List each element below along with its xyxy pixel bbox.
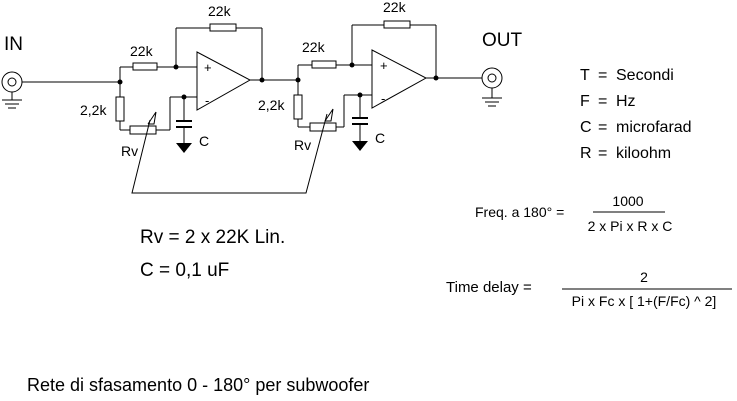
label-feedback-2: 22k	[383, 0, 407, 15]
opamp-1	[196, 51, 252, 111]
resistor-2k2-1	[115, 96, 125, 122]
formula-freq-label: Freq. a 180° =	[475, 204, 564, 220]
label-pot-2: Rv	[294, 137, 311, 153]
label-shunt-r-1: 2,2k	[80, 102, 107, 118]
legend-meaning-t: Secondi	[616, 67, 674, 84]
legend-symbol-r: R	[580, 145, 592, 162]
legend-symbol-c: C	[580, 119, 592, 136]
legend-meaning-r: kiloohm	[616, 145, 671, 162]
legend-eq-c: =	[598, 119, 607, 136]
resistor-22k-input-1	[132, 62, 158, 71]
resistor-22k-feedback-2	[383, 20, 411, 29]
units-legend: T = Secondi F = Hz C = microfarad R = ki…	[580, 67, 692, 162]
legend-eq-t: =	[598, 67, 607, 84]
potentiometer-rv-1	[129, 125, 157, 135]
label-cap-2: C	[375, 130, 385, 146]
output-connector	[481, 67, 503, 107]
ganged-pot-link	[131, 113, 328, 194]
resistor-2k2-2	[293, 94, 303, 120]
label-plus-2: +	[380, 58, 388, 73]
legend-meaning-f: Hz	[616, 93, 636, 110]
label-shunt-r-2: 2,2k	[258, 97, 285, 113]
caption: Rete di sfasamento 0 - 180° per subwoofe…	[27, 375, 369, 395]
value-rv: Rv = 2 x 22K Lin.	[140, 227, 285, 248]
legend-symbol-f: F	[580, 93, 590, 110]
formula-freq: Freq. a 180° = 1000 2 x Pi x R x C	[475, 193, 672, 234]
output-label: OUT	[482, 30, 523, 51]
stage-1	[115, 23, 298, 153]
label-minus-2: -	[381, 91, 385, 106]
formula-freq-denominator: 2 x Pi x R x C	[588, 218, 673, 234]
formula-delay: Time delay = 2 Pi x Fc x [ 1+(F/Fc) ^ 2]	[446, 269, 732, 309]
legend-eq-f: =	[598, 93, 607, 110]
formula-delay-numerator: 2	[640, 269, 648, 285]
input-label: IN	[4, 34, 23, 55]
legend-symbol-t: T	[580, 67, 590, 84]
formula-delay-label: Time delay =	[446, 279, 532, 296]
input-connector	[1, 71, 120, 109]
stage-2	[293, 20, 482, 151]
legend-eq-r: =	[598, 145, 607, 162]
resistor-22k-feedback-1	[209, 23, 237, 32]
label-minus-1: -	[205, 93, 209, 108]
label-plus-1: +	[204, 60, 212, 75]
label-pot-1: Rv	[121, 143, 138, 159]
resistor-22k-input-2	[311, 60, 337, 69]
value-c: C = 0,1 uF	[140, 260, 229, 281]
label-feedback-1: 22k	[208, 3, 232, 19]
formula-freq-numerator: 1000	[612, 193, 643, 209]
opamp-2	[371, 49, 428, 109]
label-input-r-1: 22k	[130, 43, 154, 59]
label-cap-1: C	[199, 133, 209, 149]
formula-delay-denominator: Pi x Fc x [ 1+(F/Fc) ^ 2]	[572, 293, 717, 309]
legend-meaning-c: microfarad	[616, 119, 692, 136]
label-input-r-2: 22k	[302, 39, 326, 55]
